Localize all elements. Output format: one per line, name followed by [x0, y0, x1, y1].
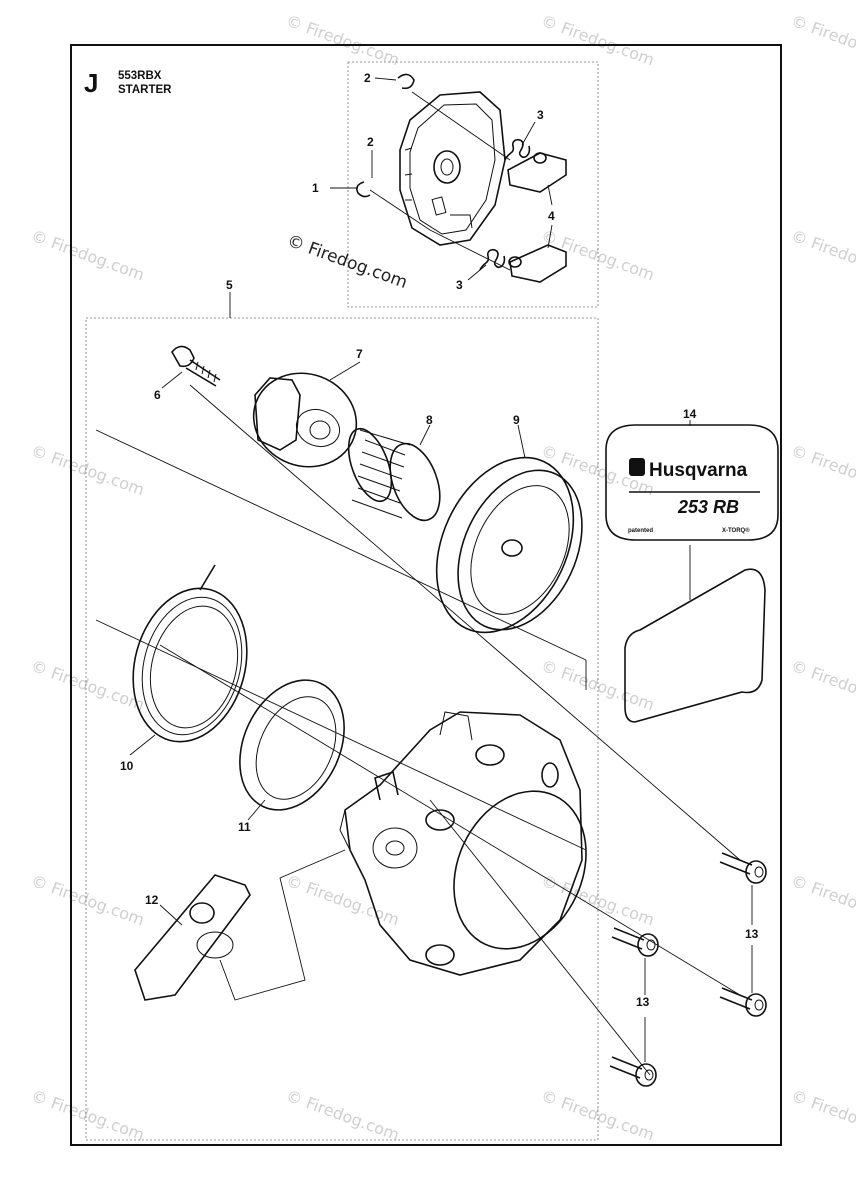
watermark-tile: © Firedog.com [29, 871, 147, 930]
rope-pulley [435, 456, 583, 634]
pawl-upper [507, 152, 567, 193]
section-letter: J [84, 68, 98, 98]
pawl-kit-box [347, 61, 599, 308]
model-number: 553RBX [118, 70, 162, 82]
washer [239, 679, 345, 811]
callout-5: 5 [226, 278, 233, 292]
callout-11: 11 [238, 820, 251, 834]
flat-coil-spring [132, 564, 248, 743]
watermark-tile: © Firedog.com [789, 871, 856, 930]
leader-lines-main [129, 292, 691, 926]
watermark-tile: © Firedog.com [29, 441, 147, 500]
watermark-tile: © Firedog.com [284, 871, 402, 930]
recoil-spring [347, 427, 441, 522]
watermark-tile: © Firedog.com [284, 1086, 402, 1145]
housing-screws [609, 852, 767, 1087]
husqvarna-logo-icon [629, 458, 645, 476]
starter-handle [134, 849, 346, 1001]
watermark-tile: © Firedog.com [539, 656, 657, 715]
spring-lower [479, 248, 506, 271]
callout-7: 7 [356, 347, 363, 361]
watermark-tile: © Firedog.com [284, 11, 402, 70]
callout-4: 4 [548, 209, 555, 223]
starter-kit-box [85, 317, 599, 1141]
callout-10: 10 [120, 759, 134, 773]
pulley-hub [252, 372, 358, 468]
clip-upper [397, 73, 415, 90]
callout-8: 8 [426, 413, 433, 427]
decal-right-note: X-TORQ® [722, 527, 750, 534]
callout-12: 12 [145, 893, 159, 907]
callout-1: 1 [312, 181, 319, 195]
decal-model: 253 RB [677, 497, 739, 517]
decal-brand: Husqvarna [649, 460, 748, 481]
callout-14: 14 [683, 407, 697, 421]
section-title: STARTER [118, 84, 172, 96]
callout-3-lower: 3 [456, 278, 463, 292]
callout-6: 6 [154, 388, 161, 402]
leader-lines-top [330, 77, 553, 281]
screw-4 [609, 1056, 657, 1087]
watermark-tile: © Firedog.com [539, 11, 657, 70]
watermark-tile: © Firedog.com [789, 11, 856, 70]
screw-1 [719, 852, 767, 884]
watermark-tile: © Firedog.com [29, 656, 147, 715]
decal-label: Husqvarna 253 RB patented X-TORQ® [605, 424, 779, 723]
watermark-tile: © Firedog.com [539, 226, 657, 285]
callout-9: 9 [513, 413, 520, 427]
spring-upper [504, 138, 531, 161]
callout-3-upper: 3 [537, 108, 544, 122]
screw-3 [719, 987, 767, 1017]
page-frame [70, 44, 782, 1146]
watermark-tile: © Firedog.com [789, 656, 856, 715]
screw-2 [611, 927, 659, 957]
callout-2-upper: 2 [364, 71, 371, 85]
decal-left-note: patented [628, 528, 653, 534]
watermark-tile: © Firedog.com [29, 1086, 147, 1145]
watermark-tile: © Firedog.com [789, 226, 856, 285]
watermark-tile: © Firedog.com [789, 1086, 856, 1145]
starter-housing [339, 711, 587, 976]
watermark-tile: © Firedog.com [29, 226, 147, 285]
callout-13-right: 13 [745, 927, 759, 941]
callout-13-left: 13 [636, 995, 650, 1009]
pawl-carrier [399, 91, 506, 246]
callout-2-lower: 2 [367, 135, 374, 149]
center-screw [171, 345, 221, 387]
watermark-tile: © Firedog.com [789, 441, 856, 500]
clip-lower [356, 181, 371, 198]
center-watermark: © Firedog.com [284, 231, 410, 293]
pawl-lower [508, 244, 567, 283]
